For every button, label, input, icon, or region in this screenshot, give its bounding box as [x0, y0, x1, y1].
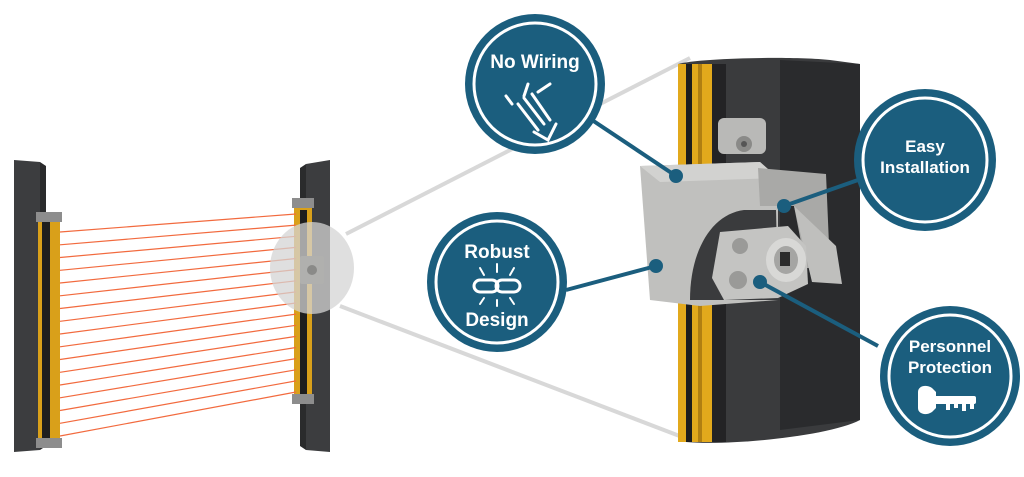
- badge-no-wiring-label: No Wiring: [490, 52, 580, 73]
- light-beam: [59, 257, 297, 284]
- badge-no-wiring: No Wiring: [465, 14, 605, 154]
- light-beam: [59, 291, 297, 322]
- chain-link-icon: [472, 263, 522, 307]
- badge-personnel-protection: Personnel Protection: [880, 306, 1020, 446]
- light-beam: [59, 224, 297, 246]
- key-icon: [918, 385, 976, 415]
- callout-lines: [565, 118, 879, 348]
- light-beam: [59, 346, 297, 386]
- left-post: [14, 160, 40, 452]
- light-beam: [59, 302, 297, 335]
- badge-personnel-protection-line1: Personnel: [909, 337, 991, 356]
- badge-robust-design: Robust Design: [427, 212, 567, 352]
- light-beam: [59, 358, 297, 399]
- light-curtain-assembly: [14, 56, 691, 452]
- light-beam: [59, 246, 297, 271]
- badge-easy-installation: Easy Installation: [854, 89, 996, 231]
- badge-easy-installation-line1: Easy: [905, 137, 945, 156]
- light-beam: [59, 324, 297, 361]
- badge-robust-design-line1: Robust: [464, 242, 530, 263]
- light-beam: [59, 280, 297, 310]
- light-beam: [59, 369, 297, 412]
- light-beams: [59, 213, 297, 437]
- zoom-line-bottom: [339, 304, 691, 442]
- light-beam: [59, 313, 297, 348]
- light-beam: [59, 269, 297, 297]
- light-beam: [59, 380, 297, 424]
- light-beam: [59, 213, 297, 233]
- zoomed-detail: [640, 57, 860, 443]
- wire-bundle-icon: [504, 82, 558, 143]
- light-beam: [59, 391, 297, 437]
- badge-easy-installation-line2: Installation: [880, 158, 970, 177]
- callout-dots: [649, 169, 791, 289]
- badge-personnel-protection-line2: Protection: [908, 358, 992, 377]
- light-beam: [59, 335, 297, 373]
- badge-robust-design-line2: Design: [465, 310, 528, 331]
- light-beam: [59, 235, 297, 259]
